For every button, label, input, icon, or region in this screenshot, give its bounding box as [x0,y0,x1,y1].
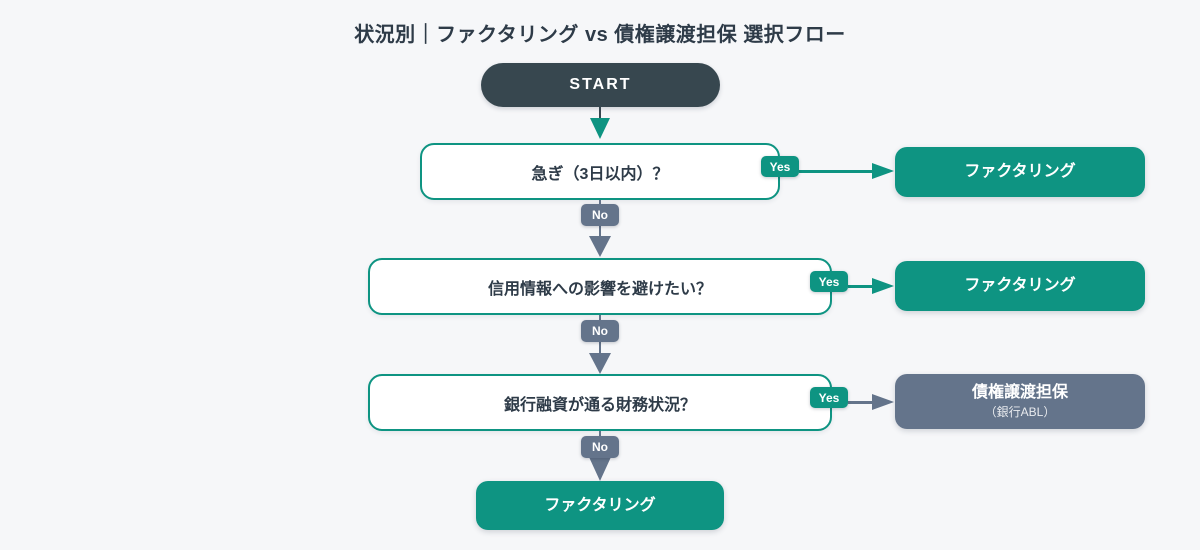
decision-bank-loan: 銀行融資が通る財務状況？ [368,374,832,431]
connector-line-no3 [599,431,601,439]
arrow-down-icon [590,118,610,139]
outcome-factoring-2: ファクタリング [895,261,1145,311]
page-title: 状況別｜ファクタリング vs 債権譲渡担保 選択フロー [354,24,846,46]
arrow-right-icon [872,163,894,179]
connector-line-yes2 [848,285,874,288]
connector-line-yes3 [848,401,874,404]
arrow-right-icon [872,394,894,410]
no-badge: No [581,204,619,226]
arrow-down-icon [589,353,611,374]
outcome-factoring-3: ファクタリング [476,481,724,530]
outcome-receivables-collateral: 債権譲渡担保 （銀行ABL） [895,374,1145,429]
arrow-down-icon [589,457,611,481]
yes-badge: Yes [810,387,848,408]
start-node: START [481,63,720,107]
outcome-sublabel: （銀行ABL） [984,405,1056,419]
decision-credit-info: 信用情報への影響を避けたい？ [368,258,832,315]
connector-line-yes1 [799,170,874,173]
outcome-label: 債権譲渡担保 [971,384,1068,401]
yes-badge: Yes [810,271,848,292]
no-badge: No [581,436,619,458]
arrow-down-icon [589,236,611,257]
no-badge: No [581,320,619,342]
connector-line-start [599,107,601,120]
arrow-right-icon [872,278,894,294]
yes-badge: Yes [761,156,799,177]
outcome-factoring-1: ファクタリング [895,147,1145,197]
decision-urgency: 急ぎ（3日以内）？ [420,143,780,200]
